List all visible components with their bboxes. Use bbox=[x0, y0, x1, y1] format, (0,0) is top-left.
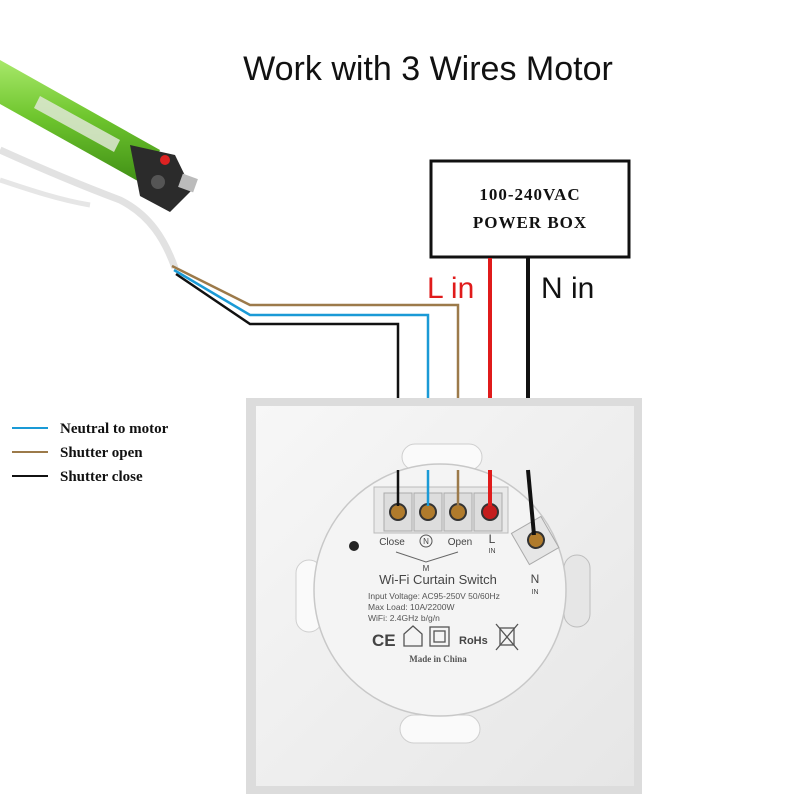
label-n-in: N in bbox=[541, 272, 594, 305]
spec-input-voltage: Input Voltage: AC95-250V 50/60Hz bbox=[368, 591, 500, 601]
legend-label-open: Shutter open bbox=[60, 445, 143, 461]
power-box: 100-240VAC POWER BOX bbox=[429, 159, 631, 259]
power-box-frame bbox=[429, 159, 631, 259]
legend: Neutral to motor Shutter open Shutter cl… bbox=[12, 421, 169, 485]
rohs-mark: RoHs bbox=[459, 635, 488, 647]
product-name: Wi-Fi Curtain Switch bbox=[379, 572, 497, 587]
spec-wifi: WiFi: 2.4GHz b/g/n bbox=[368, 613, 440, 623]
terminal-label-l: L bbox=[489, 532, 496, 546]
switch-back-panel: Close N Open L IN M N IN Wi-Fi Curtain S… bbox=[246, 398, 642, 794]
terminal-label-n-in: N bbox=[531, 572, 540, 586]
motor-indicator-icon bbox=[160, 155, 170, 165]
mount-slot-right bbox=[563, 554, 591, 628]
diagram-title: Work with 3 Wires Motor bbox=[243, 50, 613, 88]
motor-socket-icon bbox=[151, 175, 165, 189]
terminal-label-close: Close bbox=[379, 537, 405, 548]
terminal-label-n-in-sub: IN bbox=[532, 589, 539, 596]
spec-max-load: Max Load: 10A/2200W bbox=[368, 602, 454, 612]
terminal-label-n-circle bbox=[419, 534, 433, 548]
motor-label bbox=[34, 96, 120, 152]
power-box-line2: POWER BOX bbox=[473, 213, 587, 232]
terminal-line bbox=[481, 503, 499, 521]
terminal-label-n: N bbox=[423, 537, 429, 546]
power-box-line1: 100-240VAC bbox=[479, 185, 580, 204]
tubular-motor bbox=[0, 60, 198, 270]
made-in-text: Made in China bbox=[409, 654, 467, 664]
mount-slot-bottom bbox=[399, 714, 481, 744]
terminal-label-m: M bbox=[423, 564, 430, 573]
terminal-open bbox=[449, 503, 467, 521]
module-screw-hole bbox=[349, 541, 359, 551]
wire-tip-n-in bbox=[526, 469, 536, 536]
terminal-close bbox=[389, 503, 407, 521]
terminal-neutral bbox=[419, 503, 437, 521]
motor-bracket bbox=[395, 551, 459, 563]
double-insulation-icon bbox=[429, 626, 450, 647]
motor-shaft bbox=[178, 173, 198, 193]
label-l-in: L in bbox=[427, 272, 474, 305]
motor-cable bbox=[0, 146, 179, 270]
ce-mark-icon: CE bbox=[372, 631, 396, 650]
legend-label-neutral: Neutral to motor bbox=[60, 421, 169, 437]
legend-label-close: Shutter close bbox=[60, 469, 143, 485]
terminal-label-open: Open bbox=[448, 537, 472, 548]
terminal-n-in bbox=[510, 515, 560, 566]
weee-bin-icon bbox=[495, 623, 519, 651]
terminal-label-l-in: IN bbox=[489, 548, 496, 555]
motor-cable-2 bbox=[0, 177, 91, 208]
indoor-use-icon bbox=[403, 625, 423, 647]
